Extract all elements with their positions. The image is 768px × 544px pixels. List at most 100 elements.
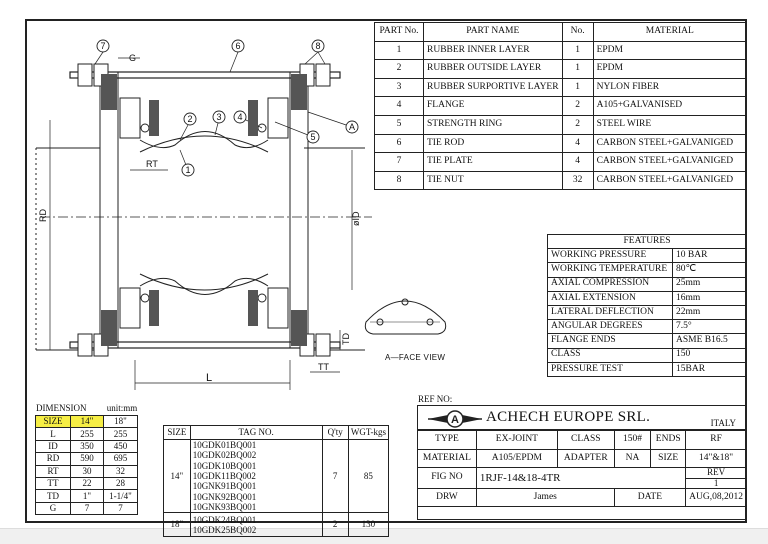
dimension-value-14: 14" [70,414,104,429]
dimension-caption-label: DIMENSION [36,403,87,413]
part-qty: 4 [561,133,594,154]
part-qty: 4 [561,152,594,172]
dimension-caption: DIMENSION unit:mm [36,403,137,413]
dimension-value-14: 1" [70,489,104,503]
part-number: 2 [374,59,424,79]
svg-text:A: A [451,414,459,426]
part-number: 6 [374,133,424,154]
callout-1: 1 [185,165,190,175]
size-value: 14"&18" [685,449,747,468]
callout-4: 4 [237,112,242,122]
parts-header-part-name: PART NAME [423,22,563,42]
type-label: TYPE [417,429,477,450]
part-name: RUBBER OUTSIDE LAYER [423,59,563,79]
dim-label-g: G [129,53,136,63]
company-country: ITALY [710,418,736,428]
part-qty: 1 [561,77,594,98]
parts-header-row: PART No. PART NAME No. MATERIAL [374,22,748,42]
tag-table: SIZE TAG NO. Q'ty WGT-kgs 14" 10GDK01BQ0… [163,425,390,538]
class-value: 150# [613,429,652,450]
tag-weight: 130 [347,512,390,538]
feature-label: LATERAL DEFLECTION [547,304,673,321]
tag-header-qty: Q'ty [321,425,349,440]
parts-header-no: No. [561,22,594,42]
tag-header-row: SIZE TAG NO. Q'ty WGT-kgs [163,425,390,440]
dimension-label: SIZE [35,414,71,429]
dim-label-rd: RD [38,209,48,222]
dimension-value-14: 7 [70,501,104,516]
feature-label: ANGULAR DEGREES [547,319,673,335]
part-name: RUBBER INNER LAYER [423,40,563,61]
part-material: A105+GALVANISED [592,96,748,116]
material-value: A105/EPDM [475,449,558,468]
tag-header-size: SIZE [163,425,191,440]
tag-weight: 85 [347,438,390,514]
callout-a: A [349,122,355,132]
feature-label: PRESSURE TEST [547,361,673,377]
feature-value: ASME B16.5 [672,333,747,349]
drw-label: DRW [417,488,477,507]
feature-label: AXIAL EXTENSION [547,290,673,306]
a-face-view-label: A—FACE VIEW [385,353,446,362]
dim-label-td: TD [341,333,351,345]
tag-row: 14" 10GDK01BQ001 10GDK02BQ002 10GDK10BQ0… [163,438,390,514]
feature-label: WORKING TEMPERATURE [547,262,673,278]
part-number: 4 [374,96,424,116]
fig-no-value: 1RJF-14&18-4TR [475,467,687,489]
part-material: CARBON STEEL+GALVANIGED [592,133,748,154]
dim-label-id: øID [351,211,361,226]
parts-header-material: MATERIAL [592,22,748,42]
material-label: MATERIAL [417,449,477,468]
date-value: AUG,08,2012 [685,488,747,507]
feature-value: 80℃ [672,262,747,278]
feature-value: 10 BAR [672,248,747,264]
part-material: NYLON FIBER [592,77,748,98]
dimension-label: TD [35,489,71,503]
ref-no-label: REF NO: [418,394,453,404]
feature-value: 7.5° [672,319,747,335]
feature-label: WORKING PRESSURE [547,248,673,264]
tag-qty: 2 [321,512,349,538]
drw-value: James [475,488,615,507]
dimension-value-14: 350 [70,439,104,454]
feature-value: 22mm [672,304,747,321]
dimension-value-18: 28 [103,476,138,491]
part-material: CARBON STEEL+GALVANIGED [592,152,748,172]
part-number: 3 [374,77,424,98]
part-material: STEEL WIRE [592,114,748,135]
dimension-label: RD [35,452,71,466]
part-qty: 32 [561,170,594,191]
part-name: TIE NUT [423,170,563,191]
feature-label: CLASS [547,347,673,363]
dimension-label: ID [35,439,71,454]
class-label: CLASS [556,429,615,450]
parts-header-part-no: PART No. [374,22,424,42]
callout-2: 2 [187,114,192,124]
tag-header-tag-no: TAG NO. [189,425,323,440]
tag-size: 14" [163,438,191,514]
part-number: 1 [374,40,424,61]
tag-header-weight: WGT-kgs [347,425,390,440]
dimension-value-14: 255 [70,427,104,441]
title-block-table: TYPE EX-JOINT CLASS 150# ENDS RF MATERIA… [417,429,747,507]
part-name: RUBBER SURPORTIVE LAYER [423,77,563,98]
feature-value: 150 [672,347,747,363]
dimension-label: RT [35,464,71,478]
dimension-label: L [35,427,71,441]
ends-label: ENDS [650,429,687,450]
fig-no-label: FIG NO [417,467,477,489]
tag-numbers: 10GDK24BQ001 10GDK25BQ002 [189,512,323,538]
tag-size: 18" [163,512,191,538]
